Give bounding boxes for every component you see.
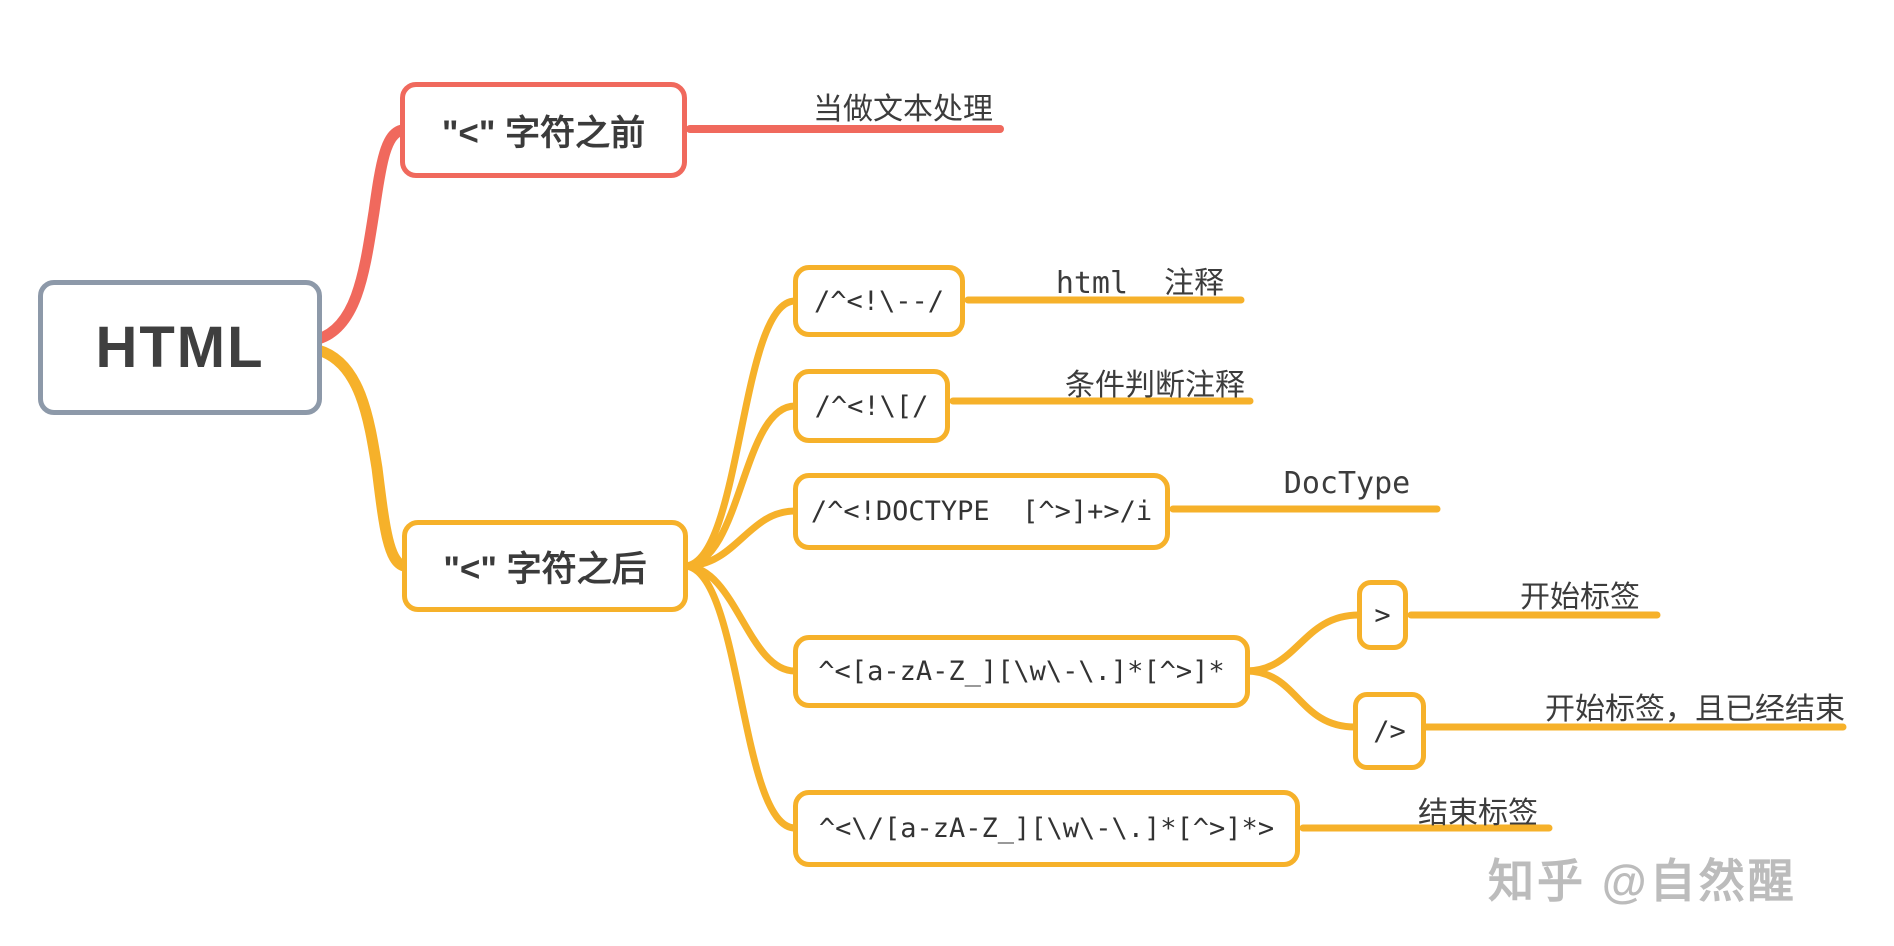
edge-root-to-before bbox=[312, 124, 409, 345]
leaf-start-tag-closed[interactable]: 开始标签，且已经结束 bbox=[1545, 693, 1845, 726]
edge-after-to-comment bbox=[682, 297, 799, 570]
leaf-start-tag[interactable]: 开始标签 bbox=[1520, 581, 1640, 614]
regex-node-conditional-comment[interactable]: /^<!\[/ bbox=[793, 369, 950, 443]
root-node-html[interactable]: HTML bbox=[38, 280, 322, 415]
regex-node-doctype[interactable]: /^<!DOCTYPE [^>]+>/i bbox=[793, 473, 1170, 550]
regex-node-html-comment[interactable]: /^<!\--/ bbox=[793, 265, 965, 337]
edge-after-to-doctype bbox=[682, 507, 799, 570]
regex-node-end-tag[interactable]: ^<\/[a-zA-Z_][\w\-\.]*[^>]*> bbox=[793, 790, 1300, 867]
edge-after-to-conditional bbox=[682, 402, 799, 570]
branch-node-before-lt[interactable]: "<" 字符之前 bbox=[400, 82, 687, 178]
regex-node-start-tag[interactable]: ^<[a-zA-Z_][\w\-\.]*[^>]* bbox=[793, 635, 1250, 708]
leaf-conditional-comment[interactable]: 条件判断注释 bbox=[1065, 369, 1245, 402]
edge-after-to-starttag bbox=[682, 562, 799, 675]
branch-node-after-lt[interactable]: "<" 字符之后 bbox=[402, 520, 688, 612]
edge-root-to-after bbox=[312, 344, 410, 572]
leaf-doctype[interactable]: DocType bbox=[1283, 466, 1411, 501]
watermark: 知乎 @自然醒 bbox=[1488, 855, 1797, 907]
leaf-text-processing[interactable]: 当做文本处理 bbox=[813, 93, 993, 126]
regex-node-gt[interactable]: > bbox=[1357, 580, 1408, 650]
leaf-end-tag[interactable]: 结束标签 bbox=[1418, 797, 1538, 830]
regex-node-self-close[interactable]: /> bbox=[1353, 692, 1426, 770]
leaf-html-comment[interactable]: html 注释 bbox=[1055, 266, 1225, 301]
edge-starttag-to-gt bbox=[1242, 611, 1363, 675]
edge-after-to-endtag bbox=[682, 562, 799, 832]
edge-starttag-to-selfclose bbox=[1242, 667, 1359, 731]
